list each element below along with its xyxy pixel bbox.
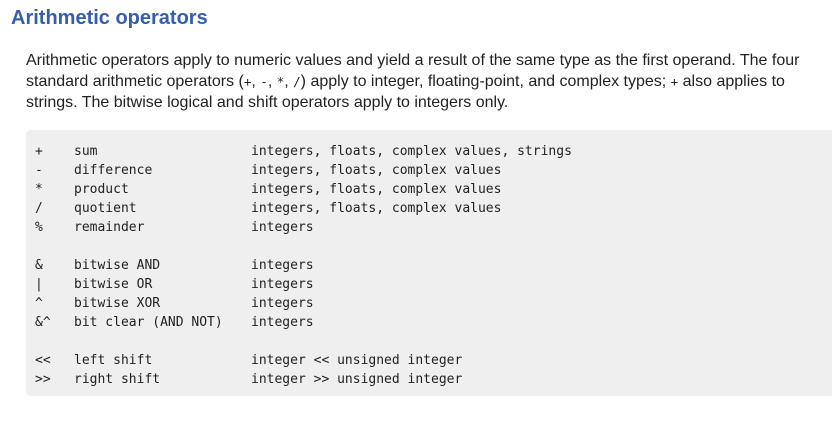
inline-code: + bbox=[243, 74, 252, 89]
paragraph-text: , bbox=[267, 73, 277, 90]
operators-code-block: + sum integers, floats, complex values, … bbox=[26, 130, 832, 396]
operator-name: bitwise XOR bbox=[74, 296, 161, 311]
operator-symbol: - bbox=[35, 163, 43, 178]
operator-row-product: * product integers, floats, complex valu… bbox=[26, 180, 832, 199]
operand-types: integers bbox=[251, 315, 314, 330]
operand-types: integers, floats, complex values bbox=[251, 182, 502, 197]
paragraph-text: , bbox=[284, 73, 294, 90]
operator-row-bitwise-and: & bitwise AND integers bbox=[26, 256, 832, 275]
operator-symbol: | bbox=[35, 277, 43, 292]
operand-types: integer << unsigned integer bbox=[251, 353, 463, 368]
operator-name: bit clear (AND NOT) bbox=[74, 315, 223, 330]
operator-row-bitwise-xor: ^ bitwise XOR integers bbox=[26, 294, 832, 313]
operator-row-bitwise-or: | bitwise OR integers bbox=[26, 275, 832, 294]
inline-code: / bbox=[293, 74, 301, 89]
paragraph-text: standard arithmetic operators ( bbox=[26, 73, 244, 90]
operator-name: sum bbox=[74, 144, 98, 159]
operator-name: bitwise OR bbox=[74, 277, 153, 292]
operand-types: integers bbox=[251, 277, 314, 292]
operator-name: right shift bbox=[74, 372, 161, 387]
operator-row-left-shift: << left shift integer << unsigned intege… bbox=[26, 351, 832, 370]
operand-types: integers, floats, complex values bbox=[251, 163, 502, 178]
paragraph-line: standard arithmetic operators (+, -, *, … bbox=[26, 71, 816, 92]
operator-name: difference bbox=[74, 163, 153, 178]
operator-symbol: ^ bbox=[35, 296, 43, 311]
operator-name: product bbox=[74, 182, 129, 197]
operator-symbol: * bbox=[35, 182, 43, 197]
operator-name: remainder bbox=[74, 220, 145, 235]
inline-code: * bbox=[276, 74, 285, 89]
operator-row-right-shift: >> right shift integer >> unsigned integ… bbox=[26, 370, 832, 389]
operand-types: integers, floats, complex values, string… bbox=[251, 144, 572, 159]
operator-symbol: << bbox=[35, 353, 51, 368]
operator-name: left shift bbox=[74, 353, 153, 368]
inline-code: + bbox=[670, 74, 679, 89]
operator-row-bit-clear: &^ bit clear (AND NOT) integers bbox=[26, 313, 832, 332]
paragraph-text: ) apply to integer, floating-point, and … bbox=[300, 73, 671, 90]
operator-symbol: / bbox=[35, 201, 43, 216]
operand-types: integers bbox=[251, 296, 314, 311]
inline-code: - bbox=[260, 74, 268, 89]
section-heading: Arithmetic operators bbox=[11, 7, 208, 29]
operator-name: bitwise AND bbox=[74, 258, 161, 273]
operator-name: quotient bbox=[74, 201, 137, 216]
operator-row-sum: + sum integers, floats, complex values, … bbox=[26, 142, 832, 161]
paragraph-line: Arithmetic operators apply to numeric va… bbox=[26, 52, 800, 69]
paragraph-line: strings. The bitwise logical and shift o… bbox=[26, 94, 509, 111]
operator-row-difference: - difference integers, floats, complex v… bbox=[26, 161, 832, 180]
operand-types: integers, floats, complex values bbox=[251, 201, 502, 216]
operator-symbol: & bbox=[35, 258, 43, 273]
operator-symbol: &^ bbox=[35, 315, 51, 330]
description-paragraph: Arithmetic operators apply to numeric va… bbox=[26, 50, 816, 113]
paragraph-text: , bbox=[251, 73, 261, 90]
paragraph-text: also applies to bbox=[678, 73, 785, 90]
operator-symbol: % bbox=[35, 220, 43, 235]
operator-row-remainder: % remainder integers bbox=[26, 218, 832, 237]
operator-symbol: + bbox=[35, 144, 43, 159]
operand-types: integer >> unsigned integer bbox=[251, 372, 463, 387]
operand-types: integers bbox=[251, 220, 314, 235]
operator-row-quotient: / quotient integers, floats, complex val… bbox=[26, 199, 832, 218]
operand-types: integers bbox=[251, 258, 314, 273]
operator-symbol: >> bbox=[35, 372, 51, 387]
